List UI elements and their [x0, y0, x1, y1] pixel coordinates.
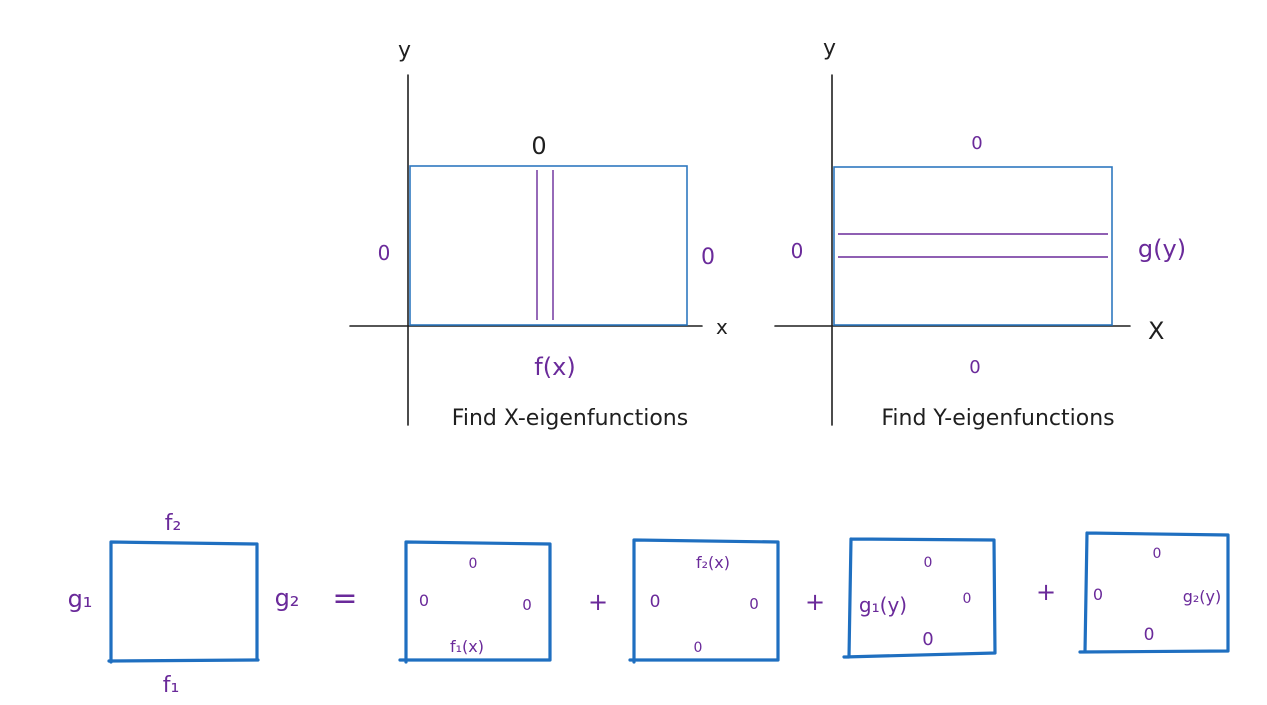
right-boundary-value: 0	[701, 245, 715, 270]
plus-sign: +	[1036, 578, 1056, 606]
subproblem-right: 0	[963, 591, 972, 607]
left-boundary-value: 0	[791, 239, 804, 263]
x-axis-label: x	[716, 315, 728, 339]
subproblem-box-1: 0 0 0 f₁(x)	[398, 540, 552, 664]
subproblem-top: f₂(x)	[696, 553, 730, 572]
plus-sign: +	[805, 588, 825, 616]
subproblem-right: g₂(y)	[1183, 587, 1222, 606]
subproblem-top: 0	[1153, 546, 1162, 562]
bottom-boundary-function: f(x)	[534, 353, 575, 381]
equals-sign: =	[332, 581, 357, 616]
subproblem-left: 0	[1093, 585, 1103, 604]
subproblem-rectangle	[628, 538, 780, 664]
panel-y-eigenfunctions: y X 0 0 g(y) 0 Find Y-eigenfunctions	[774, 36, 1186, 431]
main-left-boundary: g₁	[68, 585, 93, 613]
subproblem-rectangle	[1078, 531, 1230, 654]
domain-rectangle	[409, 165, 688, 326]
subproblem-box-3: 0 g₁(y) 0 0	[842, 537, 997, 659]
decomposition-row: f₂ g₁ g₂ f₁ = 0 0 0 f₁(x) + f₂(x) 0 0 0 …	[68, 511, 1230, 698]
main-problem-box: f₂ g₁ g₂ f₁	[68, 511, 300, 698]
y-axis-label: y	[823, 36, 836, 61]
panel-caption: Find Y-eigenfunctions	[881, 406, 1114, 431]
right-boundary-function: g(y)	[1138, 235, 1186, 263]
subproblem-bottom: 0	[922, 629, 933, 650]
panel-caption: Find X-eigenfunctions	[452, 406, 688, 431]
y-axis-label: y	[398, 38, 411, 63]
subproblem-left: g₁(y)	[859, 593, 907, 617]
subproblem-rectangle	[842, 537, 997, 659]
subproblem-box-4: 0 0 g₂(y) 0	[1078, 531, 1230, 654]
bottom-boundary-value: 0	[969, 357, 980, 378]
subproblem-bottom: 0	[694, 640, 703, 656]
subproblem-box-2: f₂(x) 0 0 0	[628, 538, 780, 664]
subproblem-right: 0	[749, 595, 759, 613]
subproblem-top: 0	[924, 555, 933, 571]
main-top-boundary: f₂	[165, 511, 182, 536]
x-axis-label: X	[1148, 317, 1164, 345]
main-bottom-boundary: f₁	[163, 673, 180, 698]
main-rectangle	[107, 540, 260, 664]
panel-x-eigenfunctions: y x 0 0 0 f(x) Find X-eigenfunctions	[349, 38, 728, 431]
left-boundary-value: 0	[378, 241, 391, 265]
subproblem-top: 0	[469, 556, 478, 572]
main-right-boundary: g₂	[275, 584, 300, 612]
subproblem-left: 0	[419, 591, 429, 610]
plus-sign: +	[588, 588, 608, 616]
subproblem-bottom: 0	[1144, 625, 1155, 645]
top-boundary-value: 0	[971, 133, 982, 154]
domain-rectangle	[833, 166, 1113, 326]
subproblem-rectangle	[398, 540, 552, 664]
subproblem-bottom: f₁(x)	[450, 637, 484, 656]
subproblem-left: 0	[650, 592, 661, 612]
subproblem-right: 0	[522, 596, 532, 614]
top-boundary-value: 0	[531, 132, 546, 160]
